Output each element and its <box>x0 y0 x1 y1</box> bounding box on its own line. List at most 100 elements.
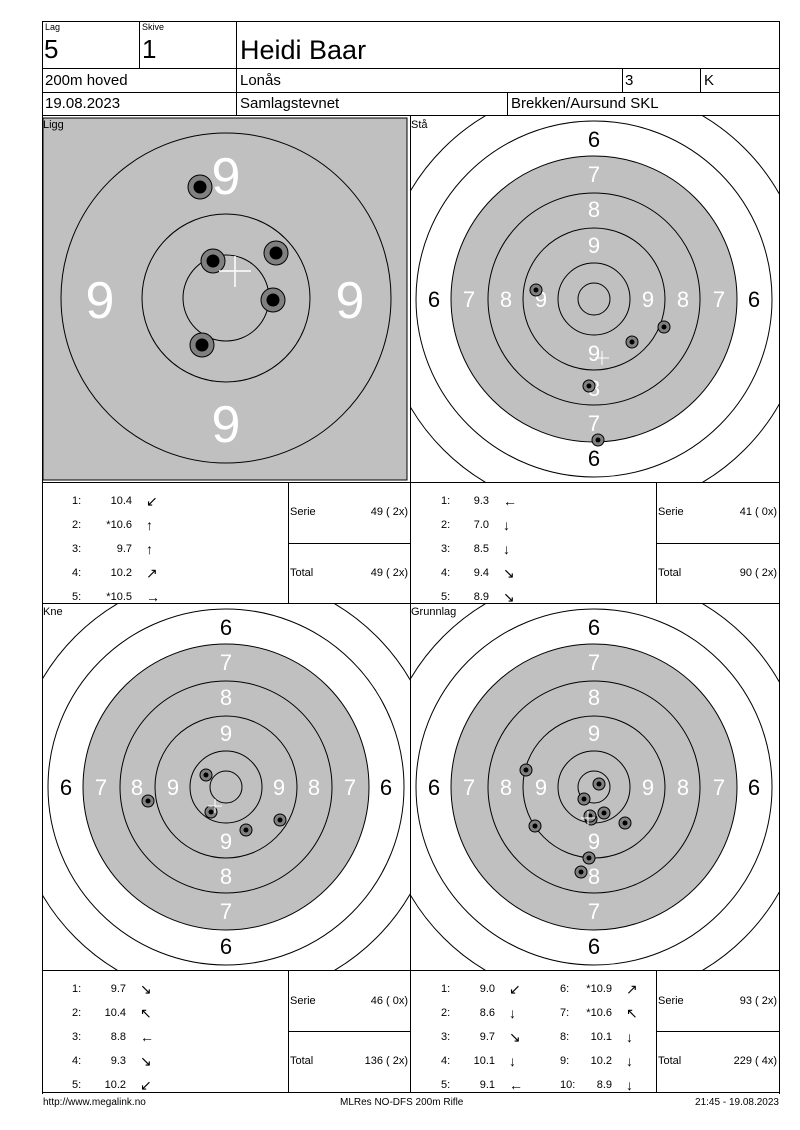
ring-number: 9 <box>220 829 232 854</box>
shot-cell: 8: <box>560 1031 570 1043</box>
direction-arrow-icon: ↘ <box>503 565 515 581</box>
shot-cell: 10.2 <box>110 567 132 579</box>
ring-number: 8 <box>220 685 232 710</box>
shot-row: 2:7.0↓ <box>441 513 517 537</box>
shot-cell: 4: <box>441 1055 451 1067</box>
shot-cell: 1: <box>72 495 82 507</box>
shot-mark <box>592 777 606 791</box>
ring-number: 9 <box>273 775 285 800</box>
shot-mark <box>141 794 155 808</box>
shot-mark <box>260 287 286 313</box>
shot-cell: 9.3 <box>110 1055 126 1067</box>
ring-number: 9 <box>535 775 547 800</box>
shot-cell: 1: <box>441 983 451 995</box>
ring-number: 8 <box>131 775 143 800</box>
shot-cell: 3: <box>441 1031 451 1043</box>
shot-cell: *10.6 <box>586 1007 612 1019</box>
lag-value: 5 <box>44 34 59 64</box>
shot-row: 2:10.4↖ <box>72 1001 154 1025</box>
shot-cell: 9.4 <box>473 567 489 579</box>
serie-label: Serie <box>658 506 684 518</box>
shot-mark <box>263 240 289 266</box>
shot-cell: 9.7 <box>110 983 126 995</box>
ring-number: 8 <box>588 685 600 710</box>
shot-row: 4:9.4↘ <box>441 561 517 585</box>
shot-cell: 8.8 <box>110 1031 126 1043</box>
shot-cell: 1: <box>441 495 451 507</box>
shot-cell: 4: <box>72 567 82 579</box>
shot-cell: 8.9 <box>473 591 489 603</box>
ring-number: 8 <box>308 775 320 800</box>
ring-number: 9 <box>86 272 115 330</box>
serie-value: 49 ( 2x) <box>370 506 408 518</box>
shot-row: 5: 8.9 ↘ <box>441 585 517 609</box>
direction-arrow-icon: ↓ <box>626 1053 633 1069</box>
total-label: Total <box>290 1055 314 1067</box>
ring-number: 6 <box>60 775 72 800</box>
shot-mark <box>239 823 253 837</box>
direction-arrow-icon: ↖ <box>140 1005 152 1021</box>
shot-row: 1:9.7↘ <box>72 977 154 1001</box>
shot-cell: 9.7 <box>479 1031 495 1043</box>
shot-cell: 10.1 <box>590 1031 612 1043</box>
shot-cell: 10.4 <box>110 495 132 507</box>
ring-number: 9 <box>588 829 600 854</box>
shot-row: 1:9.0↙ <box>441 977 523 1001</box>
ring-number: 9 <box>212 148 241 206</box>
klasse: K <box>704 72 715 89</box>
shot-cell: 5: <box>441 591 451 603</box>
shot-cell: 3: <box>441 543 451 555</box>
shot-cell: 8.9 <box>596 1079 612 1091</box>
footer-timestamp: 21:45 - 19.08.2023 <box>695 1097 779 1108</box>
footer-url[interactable]: http://www.megalink.no <box>43 1097 146 1108</box>
panel-label: Kne <box>43 606 63 618</box>
shot-cell: 2: <box>441 519 451 531</box>
ring-number: 6 <box>588 446 600 471</box>
direction-arrow-icon: ↓ <box>503 541 510 557</box>
ring-number: 9 <box>220 721 232 746</box>
shot-row: 9:10.2↓ <box>560 1049 638 1073</box>
direction-arrow-icon: ↙ <box>509 981 521 997</box>
direction-arrow-icon: ↗ <box>146 565 158 581</box>
shot-mark <box>618 816 632 830</box>
shot-cell: 3: <box>72 1031 82 1043</box>
shot-row: 4:10.1↓ <box>441 1049 523 1073</box>
ring-number: 6 <box>220 615 232 640</box>
shot-cell: 8.6 <box>479 1007 495 1019</box>
shot-row: 5:10.2↙ <box>72 1073 154 1097</box>
shot-row: 7:*10.6↖ <box>560 1001 638 1025</box>
group-center-cross <box>219 256 251 287</box>
shot-cell: 3: <box>72 543 82 555</box>
ring-number: 6 <box>428 775 440 800</box>
group-center-cross <box>581 811 595 825</box>
ring-number: 6 <box>428 287 440 312</box>
shot-row: 2:8.6↓ <box>441 1001 523 1025</box>
shot-row: 1:9.3← <box>441 489 517 513</box>
ring-9 <box>60 132 392 464</box>
shot-row: 5:9.1← <box>441 1073 523 1097</box>
shot-mark <box>528 819 542 833</box>
ring-number: 9 <box>588 341 600 366</box>
shot-mark <box>577 792 591 806</box>
ring-number: 7 <box>463 287 475 312</box>
shot-mark <box>273 813 287 827</box>
shot-mark <box>199 768 213 782</box>
direction-arrow-icon: ↑ <box>146 541 153 557</box>
shot-mark <box>529 283 543 297</box>
direction-arrow-icon: ↘ <box>140 981 152 997</box>
target-kne: 6 6 6 6 7 7 7 7 8 8 8 8 9 9 9 9 <box>43 604 410 970</box>
shot-mark <box>200 248 226 274</box>
serie-value: 41 ( 0x) <box>739 506 777 518</box>
shot-cell: 10.2 <box>104 1079 126 1091</box>
total-value: 136 ( 2x) <box>364 1055 408 1067</box>
direction-arrow-icon: ↘ <box>503 589 515 605</box>
shot-cell: 4: <box>72 1055 82 1067</box>
organizer: Brekken/Aursund SKL <box>511 95 659 112</box>
ring-number: 7 <box>95 775 107 800</box>
total-value: 229 ( 4x) <box>733 1055 777 1067</box>
ring-number: 9 <box>588 721 600 746</box>
shot-cell: 9: <box>560 1055 570 1067</box>
total-value: 49 ( 2x) <box>370 567 408 579</box>
ring-number: 8 <box>677 287 689 312</box>
club: Lonås <box>240 72 281 89</box>
